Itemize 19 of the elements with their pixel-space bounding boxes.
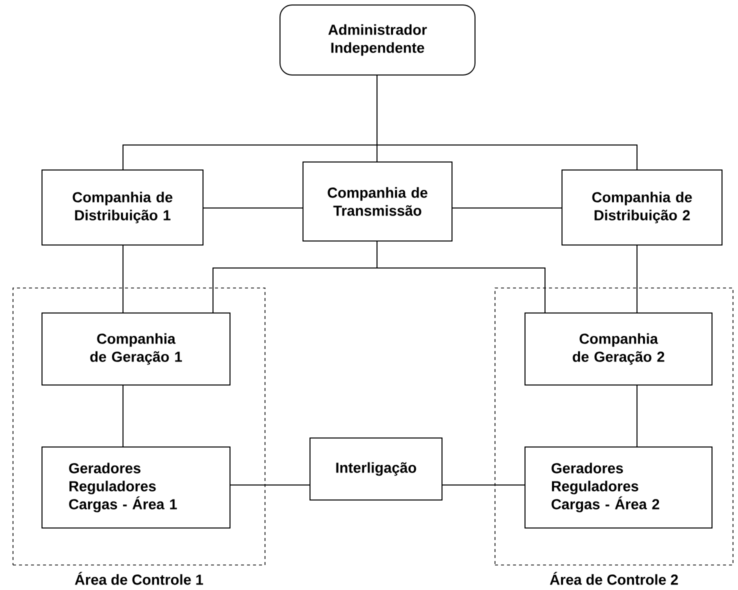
process-box: Companhia de Distribuição 2: [562, 170, 722, 246]
connector-line: [230, 484, 310, 486]
process-box: Companhia de Geração 2: [524, 312, 712, 386]
connector-line: [636, 385, 638, 447]
connector-line: [376, 75, 638, 170]
area-label: Área de Controle 1: [74, 572, 204, 585]
rounded-box: Administrador Independente: [280, 4, 476, 76]
process-box: Companhia de Distribuição 1: [42, 170, 204, 246]
connector-line: [376, 241, 546, 313]
connector-line: [636, 245, 638, 313]
process-box: Geradores Reguladores Cargas - Área 1: [42, 446, 230, 528]
process-box: Interligação: [310, 438, 442, 500]
process-box: Geradores Reguladores Cargas - Área 2: [524, 446, 712, 528]
area-label: Área de Controle 2: [550, 572, 678, 585]
process-box: Companhia de Transmissão: [302, 162, 452, 242]
connector-line: [122, 385, 124, 447]
connector-line: [122, 245, 124, 313]
connector-line: [442, 484, 525, 486]
process-box: Companhia de Geração 1: [42, 312, 230, 386]
